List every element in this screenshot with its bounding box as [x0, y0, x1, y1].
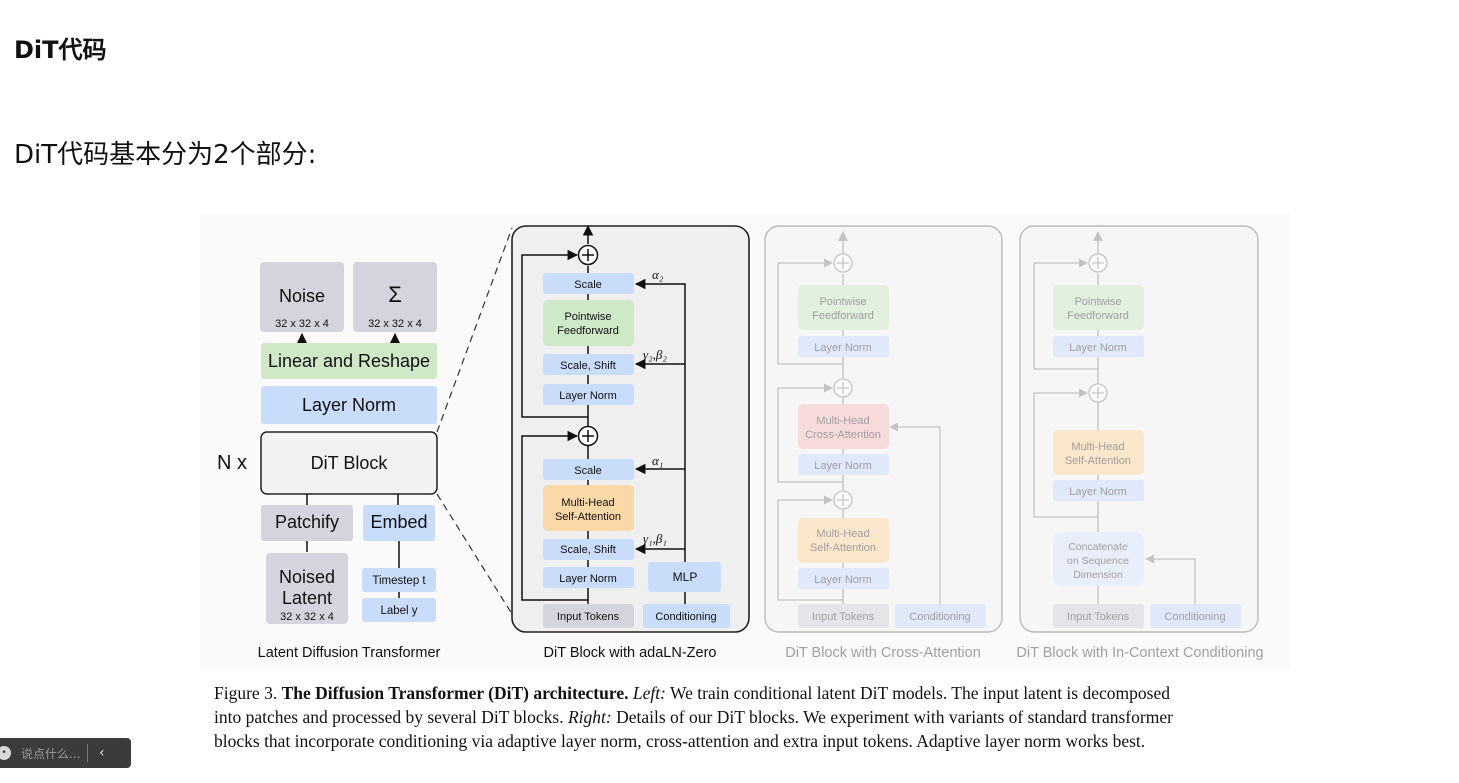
adaln-ff-2: Feedforward	[557, 325, 619, 337]
timestep-box	[362, 568, 436, 592]
adaln-zero-block: Scale α₂ Pointwise Feedforward Scale, Sh…	[511, 224, 750, 661]
embed-box	[363, 505, 435, 541]
timestep-label: Timestep t	[372, 575, 426, 587]
scale-top-label: Scale	[574, 279, 602, 291]
scale-bot-label: Scale	[574, 465, 602, 477]
scale-shift-bot-label: Scale, Shift	[560, 544, 616, 556]
noised-label: Noised	[279, 567, 335, 587]
nx-label: N x	[217, 452, 247, 474]
layer-norm-label: Layer Norm	[302, 395, 396, 415]
adaln-conditioning: Conditioning	[655, 611, 716, 623]
figure-caption-line-3: blocks that incorporate conditioning via…	[214, 731, 1146, 751]
latent-diffusion-transformer: Noise 32 x 32 x 4 Σ 32 x 32 x 4 Linear a…	[217, 227, 513, 661]
figure-caption-line-1: Figure 3. The Diffusion Transformer (DiT…	[214, 683, 1170, 703]
label-box	[362, 598, 436, 622]
ic-concat-3: Dimension	[1073, 569, 1123, 581]
ic-ff-1: Pointwise	[1074, 296, 1121, 308]
cross-caption: DiT Block with Cross-Attention	[785, 645, 981, 661]
ln-top-label: Layer Norm	[559, 390, 616, 402]
dit-block-label: DiT Block	[311, 453, 389, 473]
ic-ln-1: Layer Norm	[1069, 342, 1126, 354]
adaln-ff-1: Pointwise	[564, 311, 611, 323]
ic-concat-2: on Sequence	[1067, 555, 1129, 567]
adaln-input-tokens: Input Tokens	[557, 611, 620, 623]
cross-mhca-1: Multi-Head	[816, 415, 869, 427]
cross-ln-3: Layer Norm	[814, 574, 871, 586]
cross-ln-2: Layer Norm	[814, 460, 871, 472]
cross-ff-1: Pointwise	[819, 296, 866, 308]
cross-ln-1: Layer Norm	[814, 342, 871, 354]
ic-ln-2: Layer Norm	[1069, 486, 1126, 498]
alpha2-label: α₂	[652, 267, 664, 282]
embed-label: Embed	[370, 512, 427, 532]
cross-mhsa-1: Multi-Head	[816, 528, 869, 540]
ic-caption: DiT Block with In-Context Conditioning	[1016, 645, 1263, 661]
alpha1-label: α₁	[652, 453, 663, 468]
noise-dim: 32 x 32 x 4	[275, 318, 329, 330]
cross-ff-2: Feedforward	[812, 310, 874, 322]
ic-mhsa-1: Multi-Head	[1071, 441, 1124, 453]
figure-caption-line-2: into patches and processed by several Di…	[214, 707, 1173, 727]
dit-block-box	[260, 431, 438, 495]
layer-norm-box	[261, 386, 437, 424]
in-context-block: Pointwise Feedforward Layer Norm Multi-H…	[1019, 225, 1259, 633]
adaln-caption: DiT Block with adaLN-Zero	[544, 645, 717, 661]
ic-mhsa-2: Self-Attention	[1065, 455, 1131, 467]
cross-mhca-2: Cross-Attention	[805, 429, 881, 441]
linear-reshape-label: Linear and Reshape	[268, 351, 430, 371]
sigma-box	[353, 262, 437, 332]
latent-label: Latent	[282, 588, 332, 608]
dit-architecture-figure: Noise 32 x 32 x 4 Σ 32 x 32 x 4 Linear a…	[200, 214, 1290, 670]
gb2-label: γ₂,β₂	[643, 347, 667, 362]
cross-mhsa-2: Self-Attention	[810, 542, 876, 554]
comment-input[interactable]: 说点什么...	[21, 746, 81, 761]
comment-divider	[87, 744, 88, 762]
ic-concat-1: Concatenate	[1068, 541, 1128, 553]
adaln-mhsa-2: Self-Attention	[555, 511, 621, 523]
collapse-chevron-icon[interactable]: ‹	[99, 745, 105, 761]
ldt-caption: Latent Diffusion Transformer	[258, 645, 441, 661]
mlp-label: MLP	[673, 570, 698, 584]
gb1-label: γ₁,β₁	[643, 531, 667, 546]
sigma-dim: 32 x 32 x 4	[368, 318, 422, 330]
label-y-label: Label y	[380, 605, 417, 617]
noise-box	[260, 262, 344, 332]
ic-conditioning: Conditioning	[1164, 611, 1225, 623]
intro-text: DiT代码基本分为2个部分:	[14, 140, 317, 170]
cross-attention-block: Pointwise Feedforward Layer Norm Multi-H…	[764, 225, 1003, 633]
sigma-label: Σ	[388, 282, 402, 307]
comment-icon[interactable]: •	[0, 746, 11, 760]
noised-latent-box	[266, 553, 348, 624]
cross-conditioning: Conditioning	[909, 611, 970, 623]
comment-bar: • 说点什么... ‹	[0, 738, 131, 768]
adaln-mhsa-1: Multi-Head	[561, 497, 614, 509]
ic-input-tokens: Input Tokens	[1067, 611, 1130, 623]
patchify-box	[261, 505, 353, 541]
ic-ff-2: Feedforward	[1067, 310, 1129, 322]
patchify-label: Patchify	[275, 512, 339, 532]
page-title: DiT代码	[14, 36, 107, 64]
ln-bot-label: Layer Norm	[559, 573, 616, 585]
latent-dim: 32 x 32 x 4	[280, 611, 334, 623]
noise-label: Noise	[279, 286, 325, 306]
linear-reshape-box	[261, 343, 437, 379]
scale-shift-top-label: Scale, Shift	[560, 360, 616, 372]
cross-input-tokens: Input Tokens	[812, 611, 875, 623]
